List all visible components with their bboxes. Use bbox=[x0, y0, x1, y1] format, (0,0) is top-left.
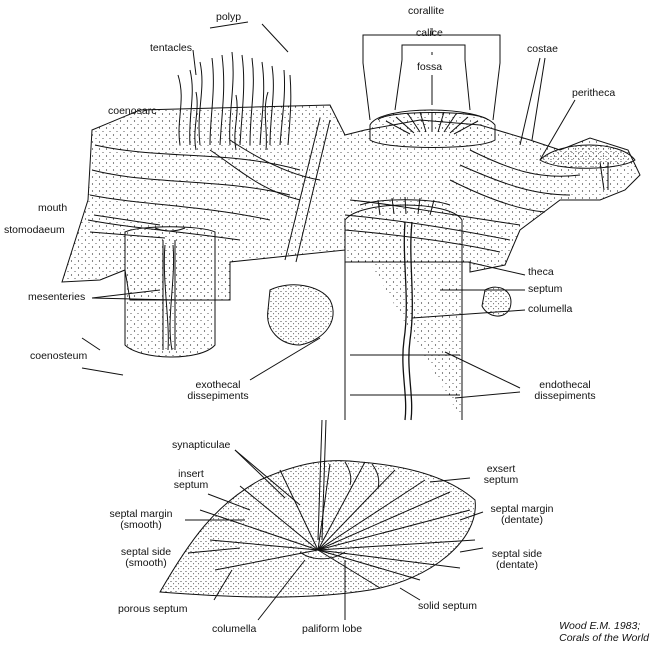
label-exsert-line2: septum bbox=[483, 474, 519, 486]
label-stomodaeum: stomodaeum bbox=[4, 224, 65, 236]
label-theca: theca bbox=[528, 266, 554, 278]
label-septum: septum bbox=[528, 283, 563, 295]
label-columella-top: columella bbox=[528, 303, 573, 315]
label-exothecal-dissepiments: exothecal dissepiments bbox=[178, 380, 258, 402]
endothecal-leader-a bbox=[444, 351, 521, 389]
solid-septum-leader bbox=[399, 587, 421, 601]
porous-septum-leader bbox=[213, 569, 233, 601]
costae-leader-a bbox=[519, 57, 541, 146]
theca-leader bbox=[467, 261, 526, 276]
synapticulae-leader-b bbox=[234, 449, 301, 506]
label-septal-side-dentate-line2: (dentate) bbox=[495, 559, 539, 571]
credit-line2: Corals of the World bbox=[559, 632, 649, 644]
exsert-septum-leader bbox=[429, 477, 471, 483]
label-exothecal-line2: dissepiments bbox=[187, 390, 249, 402]
columella-rod-a bbox=[317, 419, 323, 541]
label-endothecal-line1: endothecal bbox=[539, 379, 591, 391]
polyp-leader-a bbox=[209, 21, 249, 29]
label-exsert-line1: exsert bbox=[486, 463, 516, 475]
columella-bottom-leader bbox=[257, 559, 306, 621]
label-septal-side-dentate: septal side (dentate) bbox=[482, 549, 552, 571]
label-septal-side-smooth: septal side (smooth) bbox=[108, 547, 184, 569]
label-mesenteries: mesenteries bbox=[28, 291, 86, 303]
label-septal-margin-dentate-line1: septal margin bbox=[490, 503, 554, 515]
label-paliform-lobe: paliform lobe bbox=[302, 623, 363, 635]
label-tentacles: tentacles bbox=[150, 42, 193, 54]
septal-side-dentate-leader bbox=[459, 547, 484, 553]
label-costae: costae bbox=[527, 43, 558, 55]
endothecal-leader-b bbox=[454, 391, 521, 399]
coenosteum-leader-a bbox=[81, 337, 101, 351]
label-septal-side-dentate-line1: septal side bbox=[491, 548, 543, 560]
mesenteries-leader-a bbox=[91, 289, 161, 299]
credit-line1: Wood E.M. 1983; bbox=[559, 620, 641, 632]
label-synapticulae: synapticulae bbox=[172, 439, 231, 451]
corallite-bracket bbox=[362, 34, 501, 63]
label-columella-bottom: columella bbox=[212, 623, 257, 635]
columella-leader bbox=[411, 309, 526, 319]
label-coenosteum: coenosteum bbox=[30, 350, 88, 362]
label-fossa: fossa bbox=[417, 61, 443, 73]
costae-leader-b bbox=[531, 57, 546, 141]
label-insert-line2: septum bbox=[173, 479, 209, 491]
mouth-leader bbox=[93, 214, 161, 226]
label-exothecal-line1: exothecal bbox=[195, 379, 241, 391]
septal-margin-dentate-leader bbox=[459, 511, 484, 521]
label-endothecal-dissepiments: endothecal dissepiments bbox=[520, 380, 610, 402]
tentacles-drawing bbox=[177, 51, 292, 151]
septal-side-smooth-leader bbox=[187, 547, 241, 554]
insert-septum-leader bbox=[207, 493, 251, 511]
label-septal-margin-smooth: septal margin (smooth) bbox=[98, 509, 184, 531]
label-mouth: mouth bbox=[38, 202, 68, 214]
stomodaeum-leader bbox=[89, 231, 166, 239]
corallite-septa-top bbox=[385, 111, 479, 135]
source-credit: Wood E.M. 1983; Corals of the World bbox=[559, 620, 649, 644]
label-peritheca: peritheca bbox=[572, 87, 616, 99]
peritheca-leader bbox=[539, 99, 576, 161]
label-septal-margin-smooth-line2: (smooth) bbox=[120, 519, 162, 531]
septa-radial bbox=[199, 461, 476, 589]
coenosteum-leader-b bbox=[81, 367, 124, 376]
label-exsert-septum: exsert septum bbox=[476, 464, 526, 486]
label-insert-septum: insert septum bbox=[168, 469, 214, 491]
label-septal-margin-dentate: septal margin (dentate) bbox=[482, 504, 562, 526]
corallite-column bbox=[344, 204, 463, 420]
polyp-leader-b bbox=[261, 23, 289, 53]
label-coenosarc: coenosarc bbox=[108, 105, 157, 117]
label-calice: calice bbox=[416, 27, 443, 39]
synapticulae-leader-a bbox=[234, 449, 286, 499]
label-septal-side-smooth-line1: septal side bbox=[120, 546, 172, 558]
label-septal-margin-smooth-line1: septal margin bbox=[109, 508, 173, 520]
label-endothecal-line2: dissepiments bbox=[534, 390, 596, 402]
exothecal-leader bbox=[249, 337, 321, 381]
label-porous-septum: porous septum bbox=[118, 603, 188, 615]
polyp-body bbox=[124, 226, 216, 358]
tentacles-leader bbox=[192, 49, 197, 76]
label-septal-margin-dentate-line2: (dentate) bbox=[500, 514, 544, 526]
label-insert-line1: insert bbox=[178, 468, 204, 480]
label-solid-septum: solid septum bbox=[418, 600, 477, 612]
label-polyp: polyp bbox=[216, 11, 242, 23]
mesenteries-leader-b bbox=[91, 297, 177, 301]
label-corallite: corallite bbox=[408, 5, 445, 17]
label-septal-side-smooth-line2: (smooth) bbox=[125, 557, 167, 569]
calice-bracket bbox=[401, 44, 466, 60]
calice-surface bbox=[159, 460, 476, 598]
